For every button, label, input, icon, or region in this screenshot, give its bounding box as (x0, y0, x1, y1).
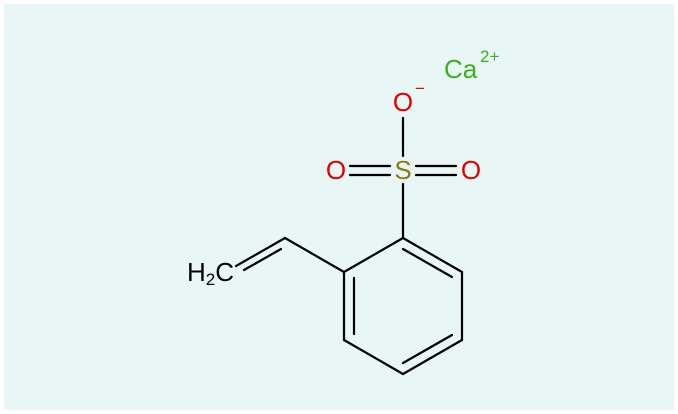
bond-ring-vinyl (283, 236, 346, 274)
oxygen-right-label: O (461, 155, 481, 185)
calcium-charge: 2+ (480, 47, 499, 66)
sulfur-label: S (394, 155, 411, 185)
ring-bond-c1-c2 (401, 236, 464, 274)
molecule-diagram: S O O O − H2C Ca 2+ (4, 4, 674, 410)
vinyl-c-symbol: C (215, 257, 234, 287)
ring-bond-c3-c4 (401, 338, 464, 376)
vinyl-h-symbol: H (187, 257, 206, 287)
oxygen-anion-label: O (393, 87, 413, 117)
benzene-ring (342, 236, 464, 376)
bond-vinyl-double-outer (234, 236, 287, 268)
diagram-background (4, 4, 674, 410)
vinyl-ch2-label: H2C (187, 257, 234, 289)
ring-bond-c6-c1 (342, 236, 405, 274)
sulfonyl-bonds (348, 116, 458, 177)
ring-inner-bond-b (401, 333, 454, 365)
vinyl-group (234, 236, 346, 274)
oxygen-left-label: O (326, 155, 346, 185)
vinyl-h-subscript: 2 (206, 270, 215, 289)
bond-vinyl-double-inner (242, 247, 283, 272)
structure-panel: S O O O − H2C Ca 2+ (4, 4, 674, 410)
calcium-label: Ca (444, 54, 478, 84)
oxygen-anion-charge: − (415, 79, 425, 98)
ring-bond-c4-c5 (342, 338, 405, 376)
ring-inner-bond-a (401, 247, 454, 279)
